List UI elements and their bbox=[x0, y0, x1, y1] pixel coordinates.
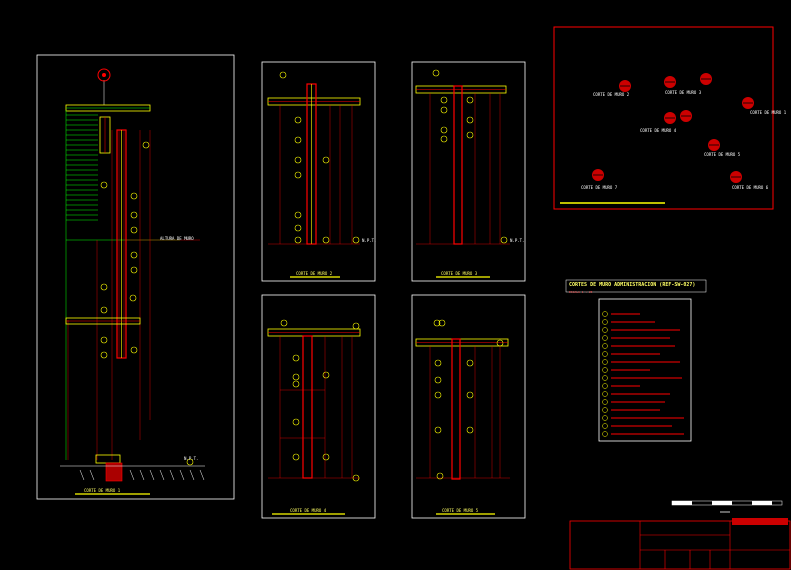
plan-label-4: CORTE DE MURO 4 bbox=[640, 128, 677, 133]
plan-label-5: CORTE DE MURO 5 bbox=[704, 152, 741, 157]
location-plan bbox=[553, 26, 774, 210]
panel-label-3: CORTE DE MURO 3 bbox=[441, 271, 478, 276]
wall-section-1 bbox=[36, 54, 235, 500]
scale-bar bbox=[671, 500, 783, 513]
plan-label-3: CORTE DE MURO 3 bbox=[665, 90, 702, 95]
wall-section-4 bbox=[261, 294, 376, 519]
plan-label-2: CORTE DE MURO 2 bbox=[593, 92, 630, 97]
elevation-tag-1: N.P.T. bbox=[184, 456, 199, 461]
plan-label-1: CORTE DE MURO 1 bbox=[750, 110, 787, 115]
panel-label-4: CORTE DE MURO 4 bbox=[290, 508, 327, 513]
legend-subtitle: ESCALA 1 : 25 bbox=[569, 290, 593, 294]
plan-label-7: CORTE DE MURO 7 bbox=[581, 185, 618, 190]
panel-label-2: CORTE DE MURO 2 bbox=[296, 271, 333, 276]
legend-box bbox=[565, 279, 707, 442]
wall-height-note: ALTURA DE MURO bbox=[160, 236, 194, 241]
wall-section-3 bbox=[411, 61, 526, 282]
wall-section-2 bbox=[261, 61, 376, 282]
panel-label-5: CORTE DE MURO 5 bbox=[442, 508, 479, 513]
legend-title: CORTES DE MURO ADMINISTRACION (REF-SW-02… bbox=[569, 282, 696, 288]
panel-label-1: CORTE DE MURO 1 bbox=[84, 488, 121, 493]
elevation-tag-3: N.P.T. bbox=[510, 238, 525, 243]
elevation-tag-2: N.P.T. bbox=[362, 238, 377, 243]
title-block bbox=[569, 518, 791, 570]
section-cut-markers bbox=[592, 73, 754, 183]
wall-section-5 bbox=[411, 294, 526, 519]
plan-label-6: CORTE DE MURO 6 bbox=[732, 185, 769, 190]
